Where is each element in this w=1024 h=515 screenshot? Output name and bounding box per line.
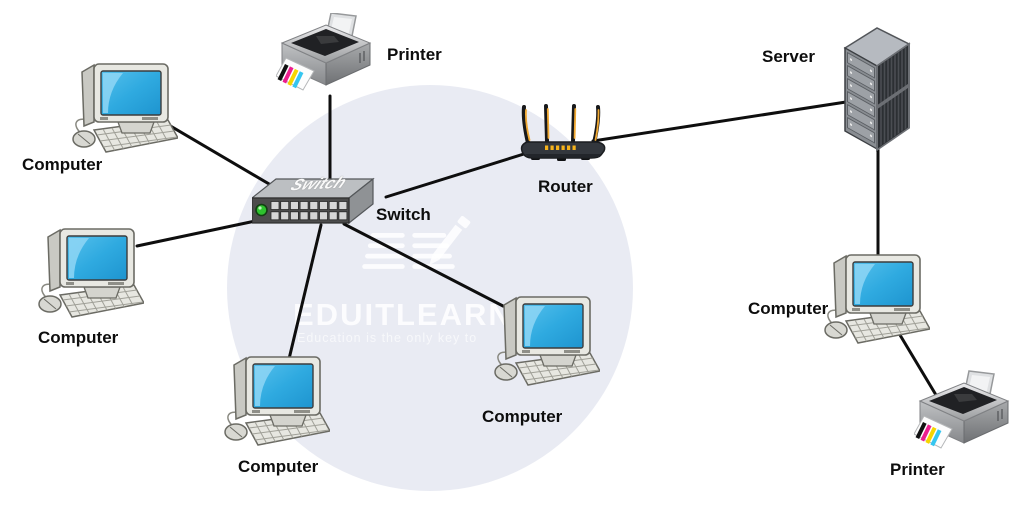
node-label-computer-4: Computer xyxy=(482,407,563,426)
node-computer-3 xyxy=(222,353,330,453)
node-label-computer-2: Computer xyxy=(38,328,119,347)
computer-icon xyxy=(70,60,178,155)
node-printer-1 xyxy=(276,13,374,106)
node-computer-1 xyxy=(70,60,178,160)
cable-switch-router xyxy=(384,147,542,199)
node-computer-4 xyxy=(492,293,600,393)
cable-switch-computer4 xyxy=(342,222,505,308)
router-icon xyxy=(517,102,613,166)
node-computer-2 xyxy=(36,225,144,325)
computer-icon xyxy=(222,353,330,448)
node-label-printer-2: Printer xyxy=(890,460,945,479)
node-label-switch: Switch xyxy=(376,205,431,224)
cable-switch-computer3 xyxy=(287,223,323,361)
computer-icon xyxy=(36,225,144,320)
watermark-brand-text: EDUITLEARN xyxy=(293,297,513,332)
server-icon xyxy=(841,24,913,152)
computer-icon xyxy=(492,293,600,388)
node-label-computer-3: Computer xyxy=(238,457,319,476)
node-printer-2 xyxy=(914,370,1012,465)
cable-switch-computer2 xyxy=(135,218,262,248)
node-label-computer-5: Computer xyxy=(748,299,829,318)
printer-icon xyxy=(914,370,1012,460)
node-label-printer-1: Printer xyxy=(387,45,442,64)
node-label-computer-1: Computer xyxy=(22,155,103,174)
cable-computer5-printer2 xyxy=(895,328,941,402)
node-label-router: Router xyxy=(538,177,593,196)
cable-router-server xyxy=(591,100,848,143)
node-router xyxy=(517,102,613,171)
node-label-server: Server xyxy=(762,47,815,66)
watermark-tagline-text: Education is the only key to xyxy=(297,331,478,345)
node-switch: Switch xyxy=(252,175,388,230)
node-computer-5 xyxy=(822,251,930,351)
printer-icon xyxy=(276,13,374,101)
computer-icon xyxy=(822,251,930,346)
node-server xyxy=(841,24,913,157)
